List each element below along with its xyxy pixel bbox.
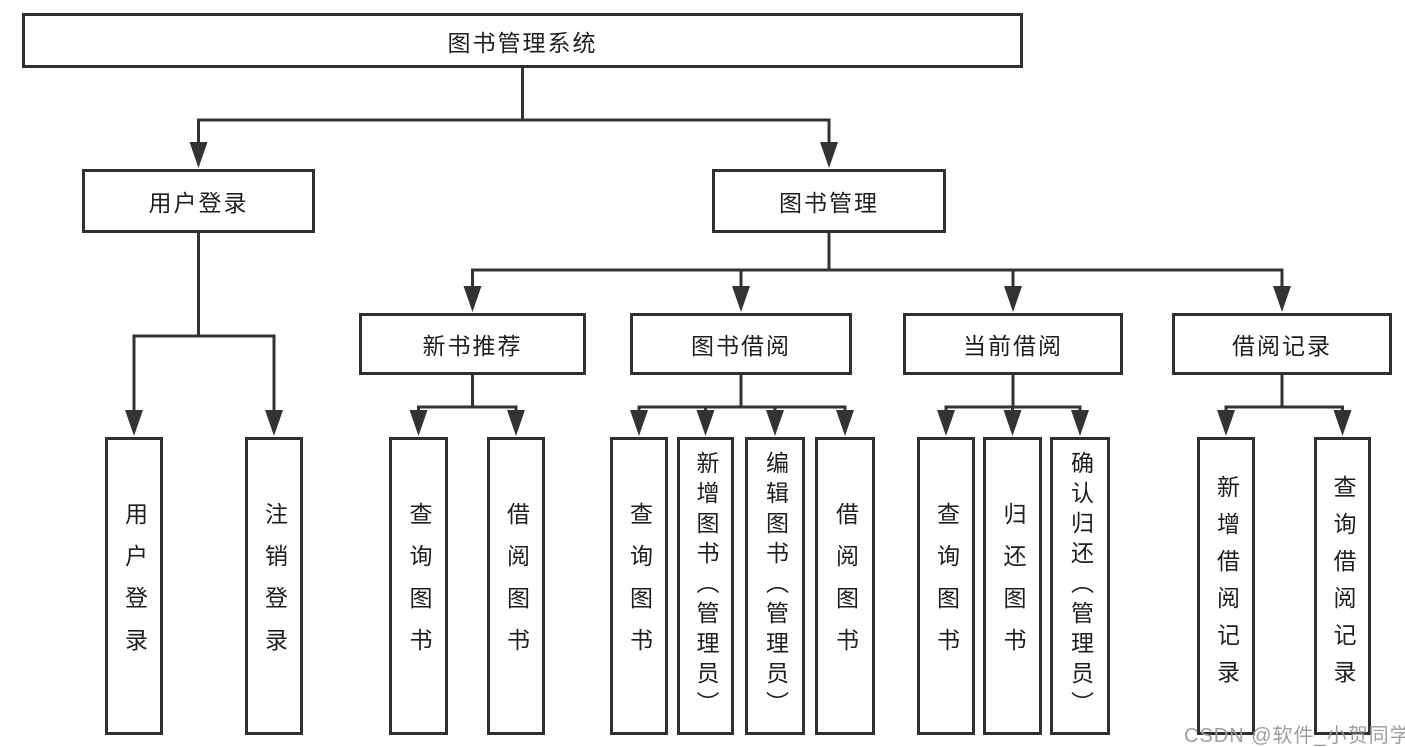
node-label: 注销登录	[261, 502, 288, 670]
node-label: 用户登录	[148, 190, 249, 216]
node-label: 图书管理	[779, 190, 879, 216]
node-leaf-add-borrow-record: 新增借阅记录	[1197, 437, 1255, 735]
node-label: 查询图书	[933, 502, 960, 670]
node-label: 查询借阅记录	[1330, 475, 1356, 697]
node-leaf-edit-book-admin: 编辑图书（管理员）	[745, 437, 805, 735]
node-label: 查询图书	[626, 502, 653, 670]
node-leaf-query-books-3: 查询图书	[917, 437, 975, 735]
node-label: 当前借阅	[963, 333, 1063, 359]
node-label: 借阅记录	[1232, 333, 1332, 359]
node-label: 借阅图书	[832, 502, 859, 670]
node-leaf-add-book-admin: 新增图书（管理员）	[677, 437, 734, 735]
node-leaf-query-borrow-record: 查询借阅记录	[1314, 437, 1371, 735]
node-label: 归还图书	[1000, 502, 1026, 670]
node-current-borrowing: 当前借阅	[903, 313, 1123, 375]
node-label: 查询图书	[406, 502, 432, 670]
node-label: 借阅图书	[503, 502, 530, 670]
node-user-login: 用户登录	[82, 169, 315, 233]
node-label: 新增图书（管理员）	[693, 451, 719, 721]
node-leaf-borrow-books-1: 借阅图书	[487, 437, 545, 735]
node-label: 用户登录	[121, 502, 148, 670]
node-leaf-user-login: 用户登录	[105, 437, 163, 735]
node-book-borrowing: 图书借阅	[630, 313, 852, 375]
node-new-book-recommend: 新书推荐	[359, 313, 586, 375]
node-label: 新书推荐	[422, 333, 523, 359]
node-book-management-system: 图书管理系统	[22, 13, 1023, 68]
node-label: 确认归还（管理员）	[1067, 451, 1094, 721]
node-label: 编辑图书（管理员）	[762, 451, 789, 721]
node-borrowing-records: 借阅记录	[1172, 313, 1392, 375]
node-label: 图书借阅	[691, 333, 791, 359]
node-label: 图书管理系统	[447, 29, 598, 56]
node-book-management: 图书管理	[712, 169, 946, 233]
node-leaf-query-books-1: 查询图书	[389, 437, 448, 735]
node-label: 新增借阅记录	[1213, 475, 1240, 697]
node-leaf-return-book: 归还图书	[983, 437, 1042, 735]
node-leaf-borrow-books-2: 借阅图书	[815, 437, 875, 735]
node-leaf-confirm-return-admin: 确认归还（管理员）	[1050, 437, 1110, 735]
node-leaf-query-books-2: 查询图书	[610, 437, 668, 735]
csdn-watermark: CSDN @软件_小贺同学	[1184, 725, 1405, 747]
node-leaf-logout: 注销登录	[245, 437, 303, 735]
